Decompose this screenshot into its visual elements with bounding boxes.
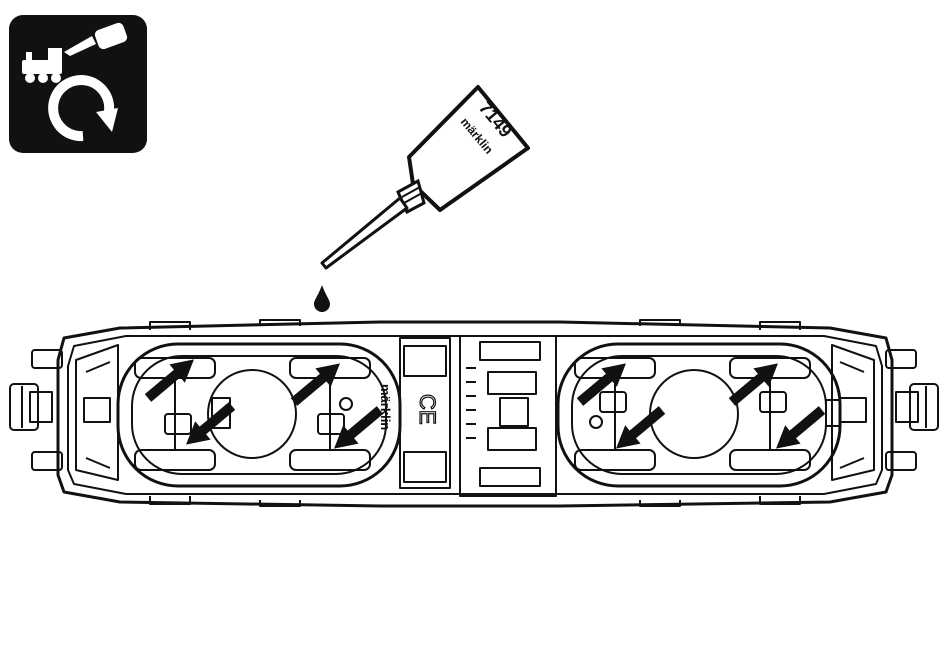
ce-mark: CE [415,394,440,425]
left-coupler [10,350,62,470]
oil-bottle: märklin 7149 [322,87,528,268]
right-coupler [886,350,938,470]
arrow-oil-point [286,354,347,411]
maintenance-icon [9,15,147,153]
bogie-right [558,344,840,486]
oil-point-arrows [140,350,829,458]
arrow-oil-point [572,354,633,411]
locomotive-underside [10,320,938,506]
underside-brand: märklin [378,384,393,430]
oil-drop [314,285,330,312]
bogie-left [118,344,400,486]
arrow-oil-point [724,354,785,411]
